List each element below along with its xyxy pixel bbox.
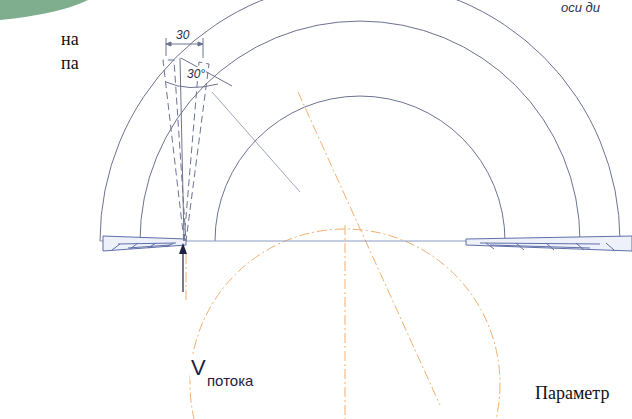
cropped-note: на bbox=[60, 30, 80, 50]
label-text: 30° bbox=[186, 67, 206, 81]
leader-line bbox=[212, 92, 300, 192]
cropped-caption: оси ди bbox=[560, 1, 601, 15]
label-text: оси ди bbox=[560, 0, 601, 15]
photo-corner bbox=[0, 0, 88, 20]
velocity-subscript: потока bbox=[206, 373, 254, 390]
label-text: на bbox=[60, 29, 80, 49]
center-lines bbox=[186, 92, 500, 419]
contour-arcs bbox=[100, 0, 620, 241]
angle-value: 30° bbox=[186, 68, 206, 81]
dimension-value: 30 bbox=[175, 29, 190, 42]
label-text: потока bbox=[206, 372, 254, 389]
label-text: 30 bbox=[175, 28, 190, 42]
flow-arrow bbox=[179, 243, 187, 292]
blade-rotation bbox=[163, 38, 232, 241]
blade-profiles bbox=[100, 236, 632, 251]
velocity-symbol: V bbox=[190, 356, 207, 380]
label-text: па bbox=[60, 53, 80, 73]
label-text: Параметр bbox=[534, 383, 610, 403]
cropped-heading: Параметр bbox=[534, 384, 610, 404]
label-text: V bbox=[190, 355, 207, 380]
cropped-note: па bbox=[60, 54, 80, 74]
